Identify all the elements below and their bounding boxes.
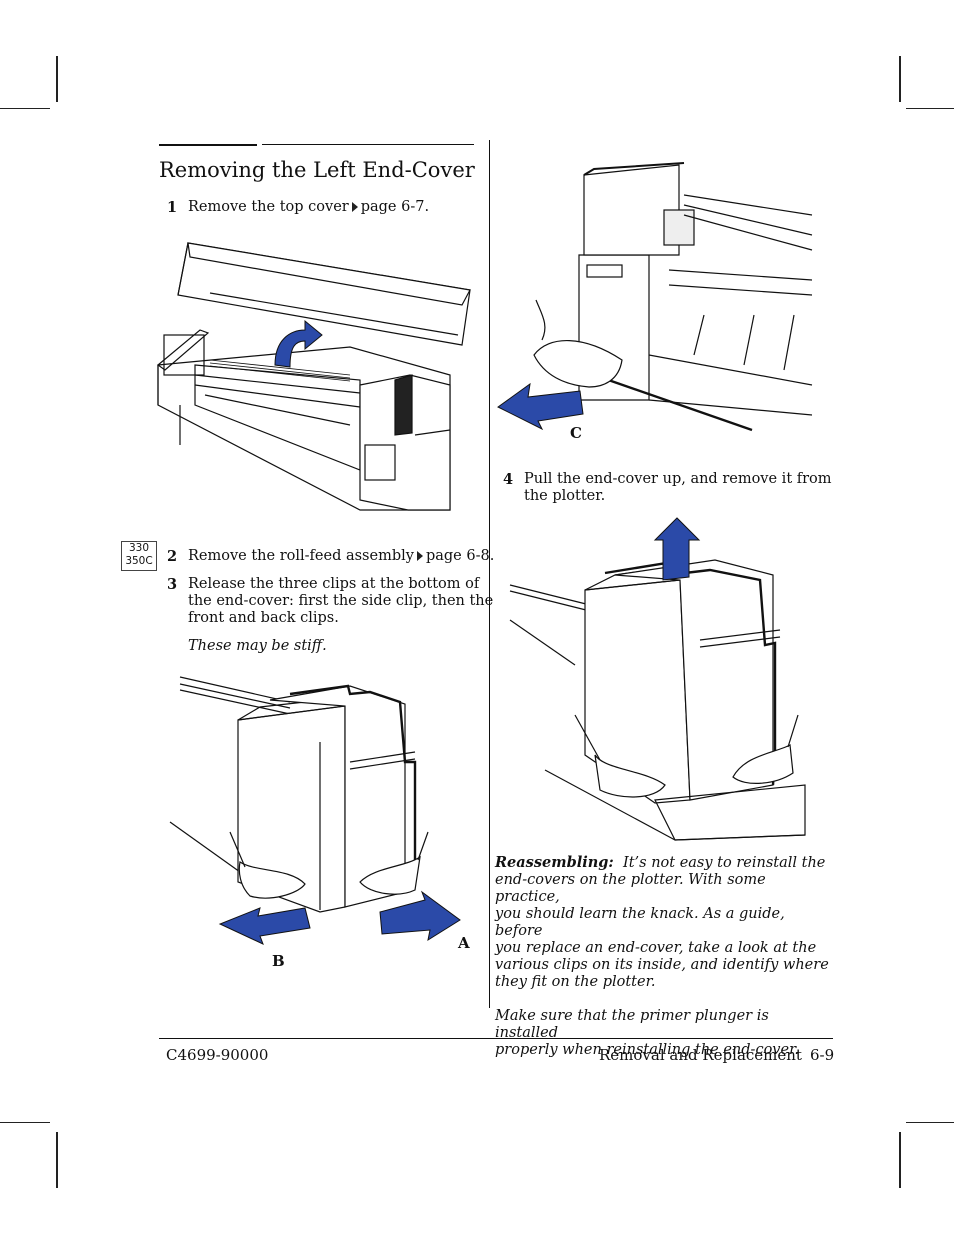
footer-page-number: 6-9 bbox=[810, 1046, 835, 1064]
crop-mark bbox=[0, 1122, 50, 1123]
crop-mark bbox=[906, 108, 954, 109]
crop-mark bbox=[56, 56, 58, 102]
note-line: properly when reinstalling the end-cover… bbox=[495, 1042, 800, 1058]
note-line: Reassembling: It’s not easy to reinstall… bbox=[495, 854, 835, 872]
step-text-line: the end-cover: first the side clip, then… bbox=[188, 593, 494, 609]
note-line: you should learn the knack. As a guide, … bbox=[495, 906, 785, 939]
step-number: 1 bbox=[167, 199, 178, 216]
figure-label-b: B bbox=[272, 952, 285, 970]
reassembling-note: Reassembling: It’s not easy to reinstall… bbox=[495, 854, 835, 1059]
figure-label-c: C bbox=[570, 424, 582, 442]
badge-line: 330 bbox=[128, 542, 150, 554]
note-text: It’s not easy to reinstall the bbox=[622, 855, 826, 871]
note-line: they fit on the plotter. bbox=[495, 974, 656, 990]
crop-mark bbox=[906, 1122, 954, 1123]
note-line: Make sure that the primer plunger is ins… bbox=[495, 1008, 769, 1041]
title-rule-thin bbox=[262, 144, 474, 145]
note-line: end-covers on the plotter. With some pra… bbox=[495, 872, 766, 905]
model-badge: 330 350C bbox=[121, 541, 157, 571]
figure-top-cover-removal bbox=[157, 242, 471, 511]
stiff-note: These may be stiff. bbox=[188, 638, 327, 654]
step-text-line: Pull the end-cover up, and remove it fro… bbox=[524, 471, 832, 487]
see-arrow-icon bbox=[351, 202, 358, 212]
figure-side-clip bbox=[497, 162, 813, 432]
step-text-line: front and back clips. bbox=[188, 610, 339, 626]
title-rule-thick bbox=[159, 144, 257, 146]
crop-mark bbox=[0, 108, 50, 109]
footer-section-name: Removal and Replacement bbox=[599, 1046, 802, 1064]
page-title: Removing the Left End-Cover bbox=[159, 158, 475, 182]
see-arrow-icon bbox=[416, 551, 423, 561]
figure-label-a: A bbox=[458, 934, 470, 952]
step-text-line: Release the three clips at the bottom of bbox=[188, 576, 480, 592]
figure-release-clips bbox=[169, 676, 461, 945]
note-label: Reassembling: bbox=[495, 854, 614, 871]
footer-rule bbox=[159, 1038, 833, 1039]
figure-lift-end-cover bbox=[509, 517, 806, 841]
badge-line: 350C bbox=[125, 555, 153, 567]
crop-mark bbox=[56, 1132, 58, 1188]
step-number: 4 bbox=[503, 471, 514, 488]
step-number: 3 bbox=[167, 576, 178, 593]
footer-doc-number: C4699-90000 bbox=[166, 1046, 269, 1064]
crop-mark bbox=[899, 1132, 901, 1188]
crop-mark bbox=[899, 56, 901, 102]
step-number: 2 bbox=[167, 548, 178, 565]
note-line: you replace an end-cover, take a look at… bbox=[495, 940, 817, 956]
column-divider bbox=[489, 140, 490, 1008]
step-text-line: the plotter. bbox=[524, 488, 606, 504]
note-line: various clips on its inside, and identif… bbox=[495, 957, 829, 973]
